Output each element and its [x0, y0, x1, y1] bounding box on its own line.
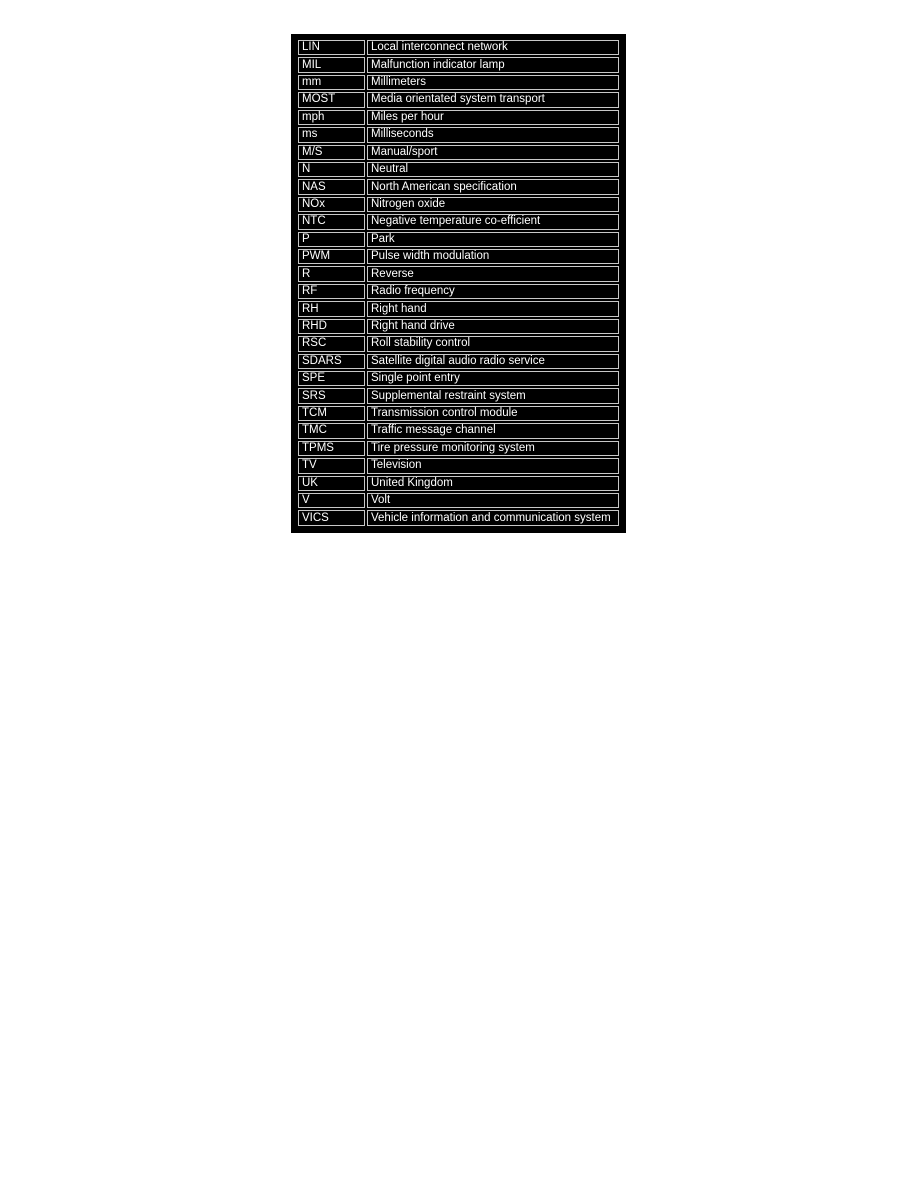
- abbreviation-meaning: Nitrogen oxide: [367, 196, 619, 213]
- abbreviation-meaning: Neutral: [367, 161, 619, 178]
- abbreviation-code: RH: [298, 301, 365, 317]
- abbreviation-code: RF: [298, 283, 365, 300]
- abbreviation-code: PWM: [298, 249, 365, 265]
- abbreviation-meaning: Pulse width modulation: [367, 249, 619, 265]
- abbreviation-code: NOx: [298, 196, 365, 213]
- abbreviation-meaning: Local interconnect network: [367, 40, 619, 56]
- abbreviation-code: NAS: [298, 179, 365, 195]
- abbreviation-code: V: [298, 492, 365, 509]
- abbreviation-meaning: Single point entry: [367, 371, 619, 387]
- abbreviation-code: P: [298, 231, 365, 248]
- abbreviation-meaning: North American specification: [367, 179, 619, 195]
- abbreviation-meaning: Traffic message channel: [367, 423, 619, 439]
- abbreviation-meaning: Transmission control module: [367, 405, 619, 422]
- abbreviation-meaning: Radio frequency: [367, 283, 619, 300]
- abbreviation-code: MIL: [298, 57, 365, 73]
- abbreviation-code: TMC: [298, 423, 365, 439]
- abbreviation-code: SDARS: [298, 353, 365, 370]
- abbreviation-meaning: Vehicle information and communication sy…: [367, 510, 619, 526]
- abbreviation-meaning: Roll stability control: [367, 336, 619, 352]
- abbreviation-code: LIN: [298, 40, 365, 56]
- abbreviation-meaning: Park: [367, 231, 619, 248]
- abbreviation-meaning: Right hand: [367, 301, 619, 317]
- abbreviation-meaning: Media orientated system transport: [367, 92, 619, 108]
- abbreviation-code: M/S: [298, 144, 365, 160]
- abbreviation-meaning: Negative temperature co-efficient: [367, 214, 619, 230]
- abbreviation-meaning: United Kingdom: [367, 475, 619, 491]
- abbreviation-code: TCM: [298, 405, 365, 422]
- abbreviation-code: N: [298, 161, 365, 178]
- abbreviation-meaning: Volt: [367, 492, 619, 509]
- abbreviation-code: R: [298, 266, 365, 282]
- abbreviation-meaning: Millimeters: [367, 74, 619, 91]
- abbreviation-meaning: Reverse: [367, 266, 619, 282]
- abbreviation-meaning: Malfunction indicator lamp: [367, 57, 619, 73]
- abbreviation-meaning: Satellite digital audio radio service: [367, 353, 619, 370]
- abbreviation-code: VICS: [298, 510, 365, 526]
- abbreviation-code: mph: [298, 109, 365, 126]
- abbreviation-code: TV: [298, 458, 365, 474]
- abbreviation-meaning: Right hand drive: [367, 318, 619, 335]
- abbreviation-meaning: Milliseconds: [367, 127, 619, 143]
- abbreviation-code: TPMS: [298, 440, 365, 457]
- abbreviation-code: SPE: [298, 371, 365, 387]
- abbreviation-code: SRS: [298, 388, 365, 404]
- abbreviation-code: UK: [298, 475, 365, 491]
- abbreviation-code: ms: [298, 127, 365, 143]
- abbreviation-meaning: Television: [367, 458, 619, 474]
- abbreviation-meaning: Supplemental restraint system: [367, 388, 619, 404]
- abbreviation-meaning: Manual/sport: [367, 144, 619, 160]
- abbreviation-meaning: Miles per hour: [367, 109, 619, 126]
- abbreviation-code: mm: [298, 74, 365, 91]
- abbreviation-code: RHD: [298, 318, 365, 335]
- abbreviation-code: MOST: [298, 92, 365, 108]
- abbreviation-code: RSC: [298, 336, 365, 352]
- abbreviation-meaning: Tire pressure monitoring system: [367, 440, 619, 457]
- abbreviation-code: NTC: [298, 214, 365, 230]
